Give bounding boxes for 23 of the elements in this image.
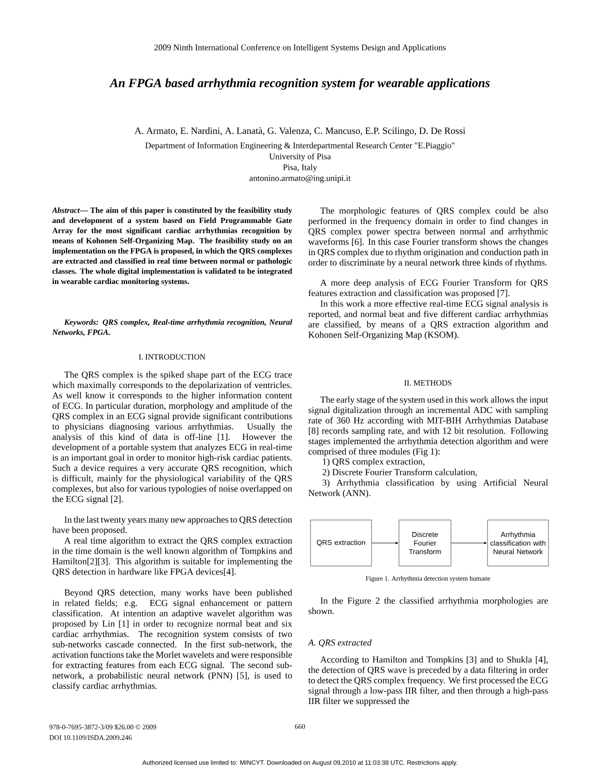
paragraph: The morphologic features of QRS complex could be also performed in the frequency domain in order to find changes in QRS complex power spectra between normal and arrhythmic waveforms [6]. In this case Fourier transform shows the changes in QRS complex due to rhythm origination and conduction path in order to discriminate by a neural network three kinds of rhythms.: [308, 207, 548, 268]
paragraph: In the Figure 2 the classified arrhythmia morphologies are shown.: [308, 597, 548, 614]
paragraph: The early stage of the system used in this work allows the input signal digitalization through an incremental ADC with sampling rate of 360 Hz according with MIT-BIH Arrhythmias Database [8] records sampling rate, and with 12 bit resolution. Following stages implemented the arrhythmia detection algorithm and were comprised of three modules (Fig 1):: [308, 396, 548, 456]
arrow: [451, 542, 487, 544]
paragraph: A real time algorithm to extract the QRS complex extraction in the time domain is the well known algorithm of Tompkins and Hamilton[2][3]. This algorithm is suitable for implementing the QRS detection in hardware like FPGA devices[4].: [52, 537, 292, 576]
paragraph: Beyond QRS detection, many works have been published in related fields; e.g. ECG signal enhancement or pattern classification. At intention an adaptive wavelet algorithm was proposed by Lin [1] in order to recognize normal beat and six cardiac arrhythmias. The recognition system consists of two sub-networks cascade connected. In the first sub-network, the activation functions take the Morlet wavelets and were responsible for extracting features from each ECG signal. The second sub-network, a probabilistic neural network (PNN) [5], is used to classify cardiac arrhythmias.: [52, 589, 292, 691]
paragraph: A more deep analysis of ECG Fourier Transform for QRS features extraction and classification was proposed [7].: [308, 279, 548, 298]
arrow: [372, 542, 398, 544]
paper-title: An FPGA based arrhythmia recognition system for wearable applications: [109, 78, 490, 90]
list-item: 3) Arrhythmia classification by using Artificial Neural Network (ANN).: [308, 479, 548, 498]
paragraph: In the last twenty years many new approaches to QRS detection have been proposed.: [52, 516, 292, 535]
affiliation: Pisa, Italy: [283, 164, 318, 172]
affiliation: Department of Information Engineering & Interdepartmental Research Center "E.Piaggio": [145, 142, 454, 150]
paragraph: According to Hamilton and Tompkins [3] and to Shukla [4], the detection of QRS wave is preceded by a data filtering in order to detect the QRS complex frequency. We first processed the ECG signal through a low-pass IIR filter, and then through a high-pass IIR filter we suppressed the: [308, 656, 548, 706]
paragraph: The QRS complex is the spiked shape part of the ECG trace which maximally corresponds to the depolarization of ventricles. As well know it corresponds to the higher information content of ECG. In particular duration, morphology and amplitude of the QRS complex in an ECG signal provide significant contributions to physicians diagnosing various arrhythmias. Usually the analysis of this kind of data is off-line [1]. However the development of a portable system that analyzes ECG in real-time is an important goal in order to monitor high-risk cardiac patients. Such a device requires a very accurate QRS recognition, which is difficult, mainly for the physiological variability of the QRS complexes, but also for various typologies of noise overlapped on the ECG signal [2].: [52, 371, 292, 504]
conference-name: 2009 Ninth International Conference on Intelligent Systems Design and Applications: [154, 44, 446, 52]
paragraph: In this work a more effective real-time ECG signal analysis is reported, and normal beat and five different cardiac arrhythmias are classified, by means of a QRS extraction algorithm and Kohonen Self-Organizing Map (KSOM).: [308, 300, 548, 340]
list-item: 1) QRS complex extraction,: [323, 458, 424, 467]
list-item: 2) Discrete Fourier Transform calculation,: [322, 468, 477, 478]
author-list: A. Armato, E. Nardini, A. Lanatà, G. Valenza, C. Mancuso, E.P. Scilingo, D. De Rossi: [134, 127, 466, 136]
affiliation: University of Pisa: [269, 153, 331, 162]
email-address: antonino.armato@ing.unipi.it: [250, 175, 351, 183]
subsection-heading: A. QRS extracted: [308, 639, 372, 648]
